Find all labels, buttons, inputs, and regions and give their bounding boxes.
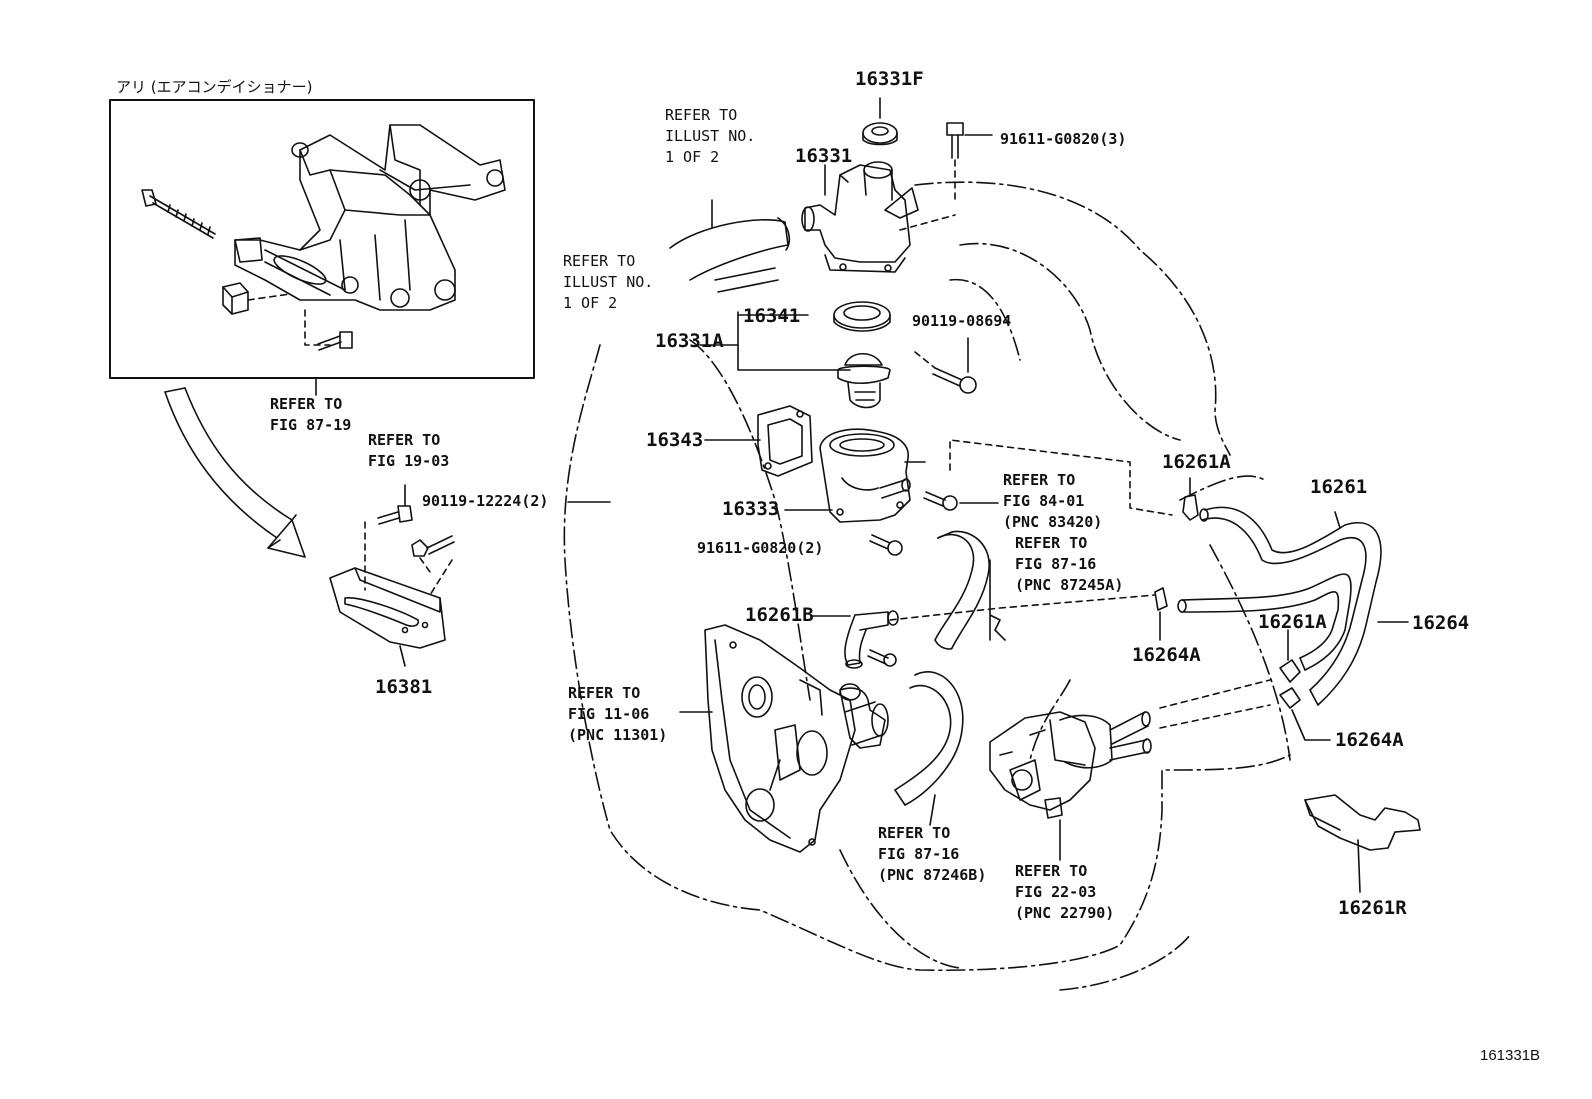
bolt-90119-08694 bbox=[914, 337, 977, 394]
leader-lines bbox=[567, 164, 851, 511]
part-16381: 16381 bbox=[375, 676, 433, 698]
part-91611-G0820-2: 91611-G0820(2) bbox=[697, 539, 824, 557]
ref-fig-87-16-a: REFER TO FIG 87-16 (PNC 87245A) bbox=[1015, 534, 1124, 594]
part-16331F: 16331F bbox=[855, 68, 924, 90]
gasket-16343 bbox=[757, 405, 813, 477]
hose-16264 bbox=[1177, 573, 1409, 671]
part-16264A-mid: 16264A bbox=[1132, 644, 1201, 666]
connection-lines bbox=[889, 214, 1271, 729]
clamps bbox=[1154, 477, 1331, 741]
ref-fig-87-19: REFER TO FIG 87-19 bbox=[270, 395, 352, 434]
thermostat bbox=[837, 352, 891, 409]
part-16341: 16341 bbox=[743, 305, 801, 327]
ref-fig-19-03: REFER TO FIG 19-03 bbox=[368, 431, 450, 470]
inset-caption: アリ (エアコンデイショナー) bbox=[116, 78, 313, 96]
part-16261A-right: 16261A bbox=[1258, 611, 1327, 633]
part-16331: 16331 bbox=[795, 145, 853, 167]
ref-fig-84-01: REFER TO FIG 84-01 (PNC 83420) bbox=[1003, 471, 1103, 531]
hose-87245A bbox=[934, 530, 1006, 650]
bolt-91611-3 bbox=[946, 122, 993, 201]
part-16264A-right: 16264A bbox=[1335, 729, 1404, 751]
part-16343: 16343 bbox=[646, 429, 704, 451]
ref-fig-22-03: REFER TO FIG 22-03 (PNC 22790) bbox=[1015, 862, 1115, 922]
part-16264: 16264 bbox=[1412, 612, 1470, 634]
part-90119-12224-2: 90119-12224(2) bbox=[422, 492, 549, 510]
inset-aircon-bracket bbox=[109, 99, 535, 379]
water-inlet-housing-16333 bbox=[819, 428, 926, 523]
ref-fig-11-06: REFER TO FIG 11-06 (PNC 11301) bbox=[568, 684, 668, 744]
bolt-fig-84-01 bbox=[923, 491, 999, 511]
ref-illust-mid: REFER TO ILLUST NO. 1 OF 2 bbox=[563, 252, 654, 312]
bracket-16261R bbox=[1304, 794, 1421, 893]
inset-arrow bbox=[164, 377, 317, 558]
bracket-16381 bbox=[329, 484, 455, 667]
part-16261: 16261 bbox=[1310, 476, 1368, 498]
hose-87246B bbox=[894, 671, 964, 826]
water-outlet-16331 bbox=[801, 161, 919, 273]
cap-16331F bbox=[862, 97, 898, 146]
engine-outline bbox=[563, 181, 1291, 991]
water-pump-housing bbox=[679, 624, 889, 853]
part-16333: 16333 bbox=[722, 498, 780, 520]
gasket-16341 bbox=[833, 301, 891, 332]
elbow-16261B bbox=[811, 610, 899, 669]
part-16331A: 16331A bbox=[655, 330, 724, 352]
part-16261R: 16261R bbox=[1338, 897, 1407, 919]
ref-fig-87-16-b: REFER TO FIG 87-16 (PNC 87246B) bbox=[878, 824, 987, 884]
ref-illust-top: REFER TO ILLUST NO. 1 OF 2 bbox=[665, 106, 756, 166]
hose-16261 bbox=[1199, 506, 1382, 706]
upper-hoses bbox=[669, 199, 791, 293]
part-16261A-top: 16261A bbox=[1162, 451, 1231, 473]
figure-id: 161331B bbox=[1480, 1047, 1541, 1064]
bolt-91611-2 bbox=[869, 534, 903, 556]
part-16261B: 16261B bbox=[745, 604, 814, 626]
part-90119-08694: 90119-08694 bbox=[912, 312, 1012, 330]
bypass-valve bbox=[989, 711, 1152, 861]
part-91611-G0820-3: 91611-G0820(3) bbox=[1000, 130, 1127, 148]
